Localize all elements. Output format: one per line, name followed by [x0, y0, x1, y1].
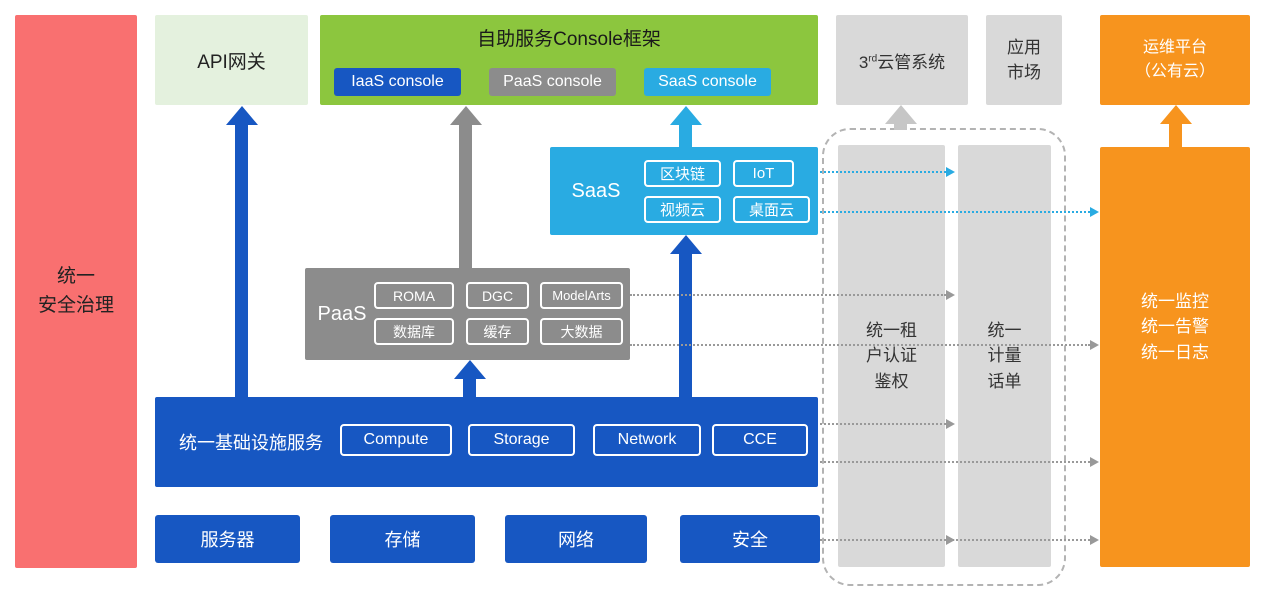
- paas-chip-label: ROMA: [393, 287, 435, 304]
- iaas-console-badge: IaaS console: [334, 68, 461, 96]
- paas-chip-dgc: DGC: [466, 282, 529, 309]
- om-platform-box: 运维平台 （公有云）: [1100, 15, 1250, 105]
- tenant-services-dashed-group: [822, 128, 1066, 586]
- infra-label: 网络: [558, 530, 594, 550]
- iaas-label: 统一基础设施服务: [171, 397, 331, 487]
- infra-box-security: 安全: [680, 515, 820, 563]
- metering-bar: 统一 计量 话单: [958, 145, 1051, 567]
- saas-chip-label: 区块链: [659, 166, 705, 183]
- saas-chip-label: IoT: [752, 165, 775, 182]
- third-party-cloud-box: 3rd云管系统: [836, 15, 968, 105]
- iaas-chip-compute: Compute: [340, 424, 452, 456]
- iaas-chip-label: Network: [617, 431, 677, 448]
- iaas-chip-cce: CCE: [712, 424, 808, 456]
- infra-label: 安全: [732, 530, 768, 550]
- iaas-chip-label: CCE: [743, 431, 777, 448]
- paas-console-badge: PaaS console: [489, 68, 616, 96]
- console-framework-box: 自助服务Console框架 IaaS console PaaS console …: [320, 15, 818, 105]
- iaas-label-text: 统一基础设施服务: [179, 433, 323, 453]
- saas-chip-label: 视频云: [659, 202, 705, 219]
- saas-chip-blockchain: 区块链: [644, 160, 721, 187]
- om-platform-label: 运维平台 （公有云）: [1134, 39, 1215, 80]
- paas-chip-modelarts: ModelArts: [540, 282, 623, 309]
- iaas-console-label: IaaS console: [351, 73, 444, 90]
- saas-chip-video-cloud: 视频云: [644, 196, 721, 223]
- saas-console-badge: SaaS console: [644, 68, 771, 96]
- saas-console-label: SaaS console: [658, 73, 757, 90]
- saas-chip-label: 桌面云: [748, 202, 794, 219]
- third-party-sup: rd: [868, 52, 878, 64]
- app-market-box: 应用 市场: [986, 15, 1062, 105]
- security-governance-label: 统一 安全治理: [37, 266, 114, 316]
- infra-box-server: 服务器: [155, 515, 300, 563]
- paas-chip-roma: ROMA: [374, 282, 454, 309]
- paas-chip-label: 大数据: [560, 323, 603, 340]
- third-party-rest: 云管系统: [877, 52, 946, 72]
- monitoring-bar: 统一监控 统一告警 统一日志: [1100, 147, 1250, 567]
- iaas-chip-network: Network: [593, 424, 701, 456]
- third-party-prefix: 3: [858, 52, 869, 72]
- infra-box-storage: 存储: [330, 515, 475, 563]
- paas-chip-label: ModelArts: [552, 288, 611, 303]
- security-governance-bar: 统一 安全治理: [15, 15, 137, 568]
- saas-label: SaaS: [560, 147, 632, 235]
- paas-label-text: PaaS: [317, 302, 367, 325]
- monitoring-label: 统一监控 统一告警 统一日志: [1141, 291, 1209, 362]
- paas-box: PaaS ROMA DGC ModelArts 数据库 缓存 大数据: [305, 268, 630, 360]
- paas-chip-database: 数据库: [374, 318, 454, 345]
- iaas-chip-label: Storage: [493, 431, 550, 448]
- metering-label: 统一 计量 话单: [987, 320, 1022, 391]
- tenant-auth-bar: 统一租 户认证 鉴权: [838, 145, 945, 567]
- paas-chip-label: 缓存: [483, 323, 512, 340]
- infra-box-network: 网络: [505, 515, 647, 563]
- saas-box: SaaS 区块链 IoT 视频云 桌面云: [550, 147, 818, 235]
- iaas-chip-label: Compute: [363, 431, 429, 448]
- console-framework-title-text: 自助服务Console框架: [477, 28, 661, 50]
- console-framework-title: 自助服务Console框架: [320, 23, 818, 51]
- third-party-cloud-label: 3rd云管系统: [859, 48, 945, 73]
- api-gateway-label: API网关: [197, 51, 266, 73]
- saas-chip-desktop-cloud: 桌面云: [733, 196, 810, 223]
- app-market-label: 应用 市场: [1007, 37, 1041, 83]
- paas-console-label: PaaS console: [503, 73, 602, 90]
- saas-label-text: SaaS: [571, 179, 621, 202]
- paas-chip-label: DGC: [481, 287, 514, 304]
- paas-chip-label: 数据库: [393, 323, 435, 340]
- paas-chip-bigdata: 大数据: [540, 318, 623, 345]
- iaas-chip-storage: Storage: [468, 424, 575, 456]
- api-gateway-box: API网关: [155, 15, 308, 105]
- tenant-auth-label: 统一租 户认证 鉴权: [866, 320, 917, 391]
- saas-chip-iot: IoT: [733, 160, 794, 187]
- paas-chip-cache: 缓存: [466, 318, 529, 345]
- iaas-box: 统一基础设施服务 Compute Storage Network CCE: [155, 397, 818, 487]
- paas-label: PaaS: [311, 268, 373, 360]
- infra-label: 存储: [384, 530, 421, 550]
- infra-label: 服务器: [200, 530, 255, 550]
